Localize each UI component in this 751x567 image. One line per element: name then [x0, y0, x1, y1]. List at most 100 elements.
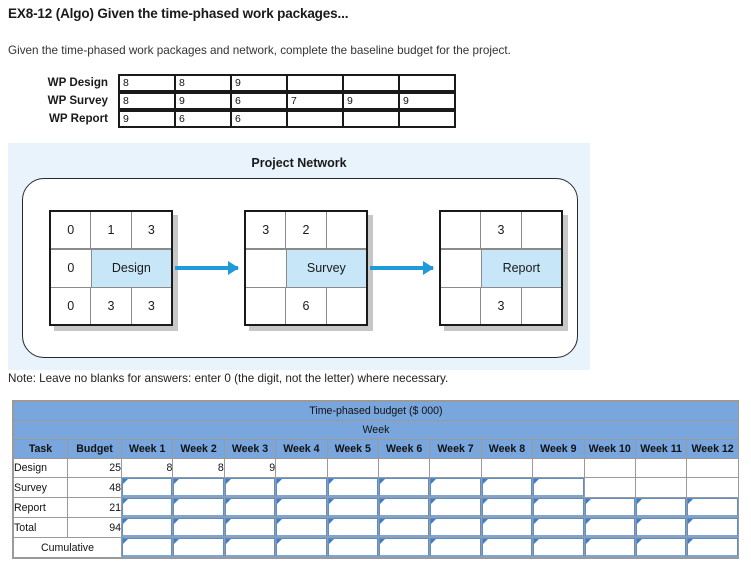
budget-input-cell[interactable]: [429, 497, 482, 518]
budget-input-cell[interactable]: [172, 517, 225, 538]
budget-week-input[interactable]: [122, 478, 173, 497]
budget-input-cell[interactable]: [634, 537, 688, 558]
budget-week-input[interactable]: [584, 518, 635, 537]
budget-week-input[interactable]: [224, 518, 276, 537]
budget-week-input[interactable]: [533, 518, 584, 537]
budget-week-input[interactable]: [584, 498, 635, 517]
budget-week-input[interactable]: [533, 538, 584, 557]
budget-input-cell[interactable]: [480, 517, 534, 538]
budget-input-cell[interactable]: [429, 537, 482, 558]
budget-input-cell[interactable]: [377, 517, 431, 538]
budget-week-input[interactable]: [430, 538, 481, 557]
budget-col-header: Week 10: [583, 439, 636, 459]
budget-week-input[interactable]: [173, 518, 224, 537]
budget-input-cell[interactable]: [480, 477, 534, 498]
budget-input-cell[interactable]: [223, 477, 277, 498]
budget-week-input[interactable]: [378, 538, 430, 557]
budget-week-input[interactable]: [122, 538, 173, 557]
budget-input-cell[interactable]: [172, 537, 225, 558]
budget-week-input[interactable]: [173, 478, 224, 497]
budget-input-cell[interactable]: [120, 497, 174, 518]
budget-week-input[interactable]: [122, 518, 173, 537]
budget-input-cell[interactable]: [377, 537, 431, 558]
budget-input-cell[interactable]: [120, 517, 174, 538]
budget-input-cell[interactable]: [377, 477, 431, 498]
budget-input-cell[interactable]: [223, 517, 277, 538]
node-bottom-row: 3: [441, 287, 561, 324]
budget-input-cell[interactable]: [686, 537, 739, 558]
budget-week-input[interactable]: [276, 538, 327, 557]
budget-input-cell[interactable]: [275, 477, 328, 498]
node-cell: [522, 288, 561, 324]
budget-input-cell[interactable]: [120, 477, 174, 498]
node-cell: 3: [246, 212, 287, 249]
budget-week-input[interactable]: [378, 518, 430, 537]
budget-week-input[interactable]: [378, 478, 430, 497]
budget-input-cell[interactable]: [275, 537, 328, 558]
budget-input-cell[interactable]: [377, 497, 431, 518]
budget-input-cell[interactable]: [480, 497, 534, 518]
budget-input-cell[interactable]: [172, 477, 225, 498]
budget-week-input[interactable]: [430, 518, 481, 537]
budget-week-input[interactable]: [327, 538, 378, 557]
budget-week-input[interactable]: [635, 498, 687, 517]
budget-week-input[interactable]: [687, 518, 738, 537]
budget-input-cell[interactable]: [532, 497, 585, 518]
budget-input-cell[interactable]: [429, 477, 482, 498]
budget-input-cell[interactable]: [326, 517, 379, 538]
node-top-row: 3: [441, 212, 561, 250]
budget-week-input[interactable]: [533, 498, 584, 517]
budget-input-cell[interactable]: [223, 537, 277, 558]
budget-input-cell[interactable]: [275, 497, 328, 518]
budget-input-cell[interactable]: [583, 517, 636, 538]
budget-input-cell[interactable]: [532, 477, 585, 498]
budget-input-cell[interactable]: [275, 517, 328, 538]
budget-input-cell[interactable]: [326, 537, 379, 558]
budget-input-cell[interactable]: [686, 497, 739, 518]
budget-input-cell[interactable]: [172, 497, 225, 518]
budget-week-input[interactable]: [687, 498, 738, 517]
budget-week-input[interactable]: [173, 538, 224, 557]
budget-input-cell[interactable]: [326, 497, 379, 518]
budget-input-cell[interactable]: [532, 517, 585, 538]
budget-week-input[interactable]: [327, 498, 378, 517]
budget-input-cell[interactable]: [223, 497, 277, 518]
budget-week-input[interactable]: [276, 498, 327, 517]
budget-input-cell[interactable]: [326, 477, 379, 498]
budget-week-input[interactable]: [635, 518, 687, 537]
budget-week-input[interactable]: [481, 498, 533, 517]
budget-week-input[interactable]: [481, 538, 533, 557]
budget-week-input[interactable]: [327, 478, 378, 497]
budget-week-input[interactable]: [584, 538, 635, 557]
budget-week-input[interactable]: [224, 538, 276, 557]
budget-input-cell[interactable]: [480, 537, 534, 558]
budget-input-cell[interactable]: [583, 497, 636, 518]
budget-input-cell[interactable]: [532, 537, 585, 558]
budget-week-input[interactable]: [430, 498, 481, 517]
budget-week-input[interactable]: [224, 498, 276, 517]
budget-input-cell[interactable]: [634, 517, 688, 538]
budget-week-input[interactable]: [481, 478, 533, 497]
budget-input-cell[interactable]: [583, 537, 636, 558]
node-cell: [246, 287, 287, 324]
budget-week-input[interactable]: [430, 478, 481, 497]
budget-week-input[interactable]: [533, 478, 584, 497]
budget-week-input[interactable]: [687, 538, 738, 557]
budget-week-input[interactable]: [276, 518, 327, 537]
budget-week-input[interactable]: [224, 478, 276, 497]
budget-week-input[interactable]: [173, 498, 224, 517]
node-cell: [441, 212, 482, 249]
budget-week-input[interactable]: [635, 538, 687, 557]
budget-week-input[interactable]: [327, 518, 378, 537]
budget-week-input[interactable]: [276, 478, 327, 497]
budget-week-input[interactable]: [122, 498, 173, 517]
budget-week-input[interactable]: [481, 518, 533, 537]
budget-input-cell[interactable]: [120, 537, 174, 558]
budget-input-cell[interactable]: [634, 497, 688, 518]
budget-input-cell[interactable]: [429, 517, 482, 538]
budget-week-input[interactable]: [378, 498, 430, 517]
budget-input-cell[interactable]: [686, 517, 739, 538]
